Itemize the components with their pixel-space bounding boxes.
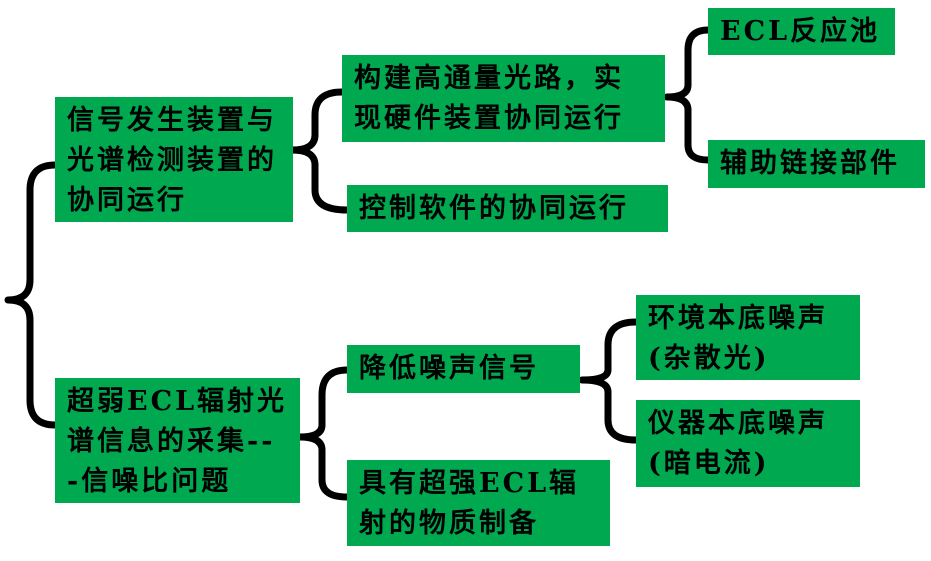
node-instrument-noise: 仪器本底噪声(暗电流)	[636, 400, 860, 487]
brace-a1	[663, 26, 712, 164]
node-material-prep: 具有超强ECL辐射的物质制备	[347, 460, 610, 546]
node-software: 控制软件的协同运行	[347, 185, 668, 232]
node-signal-device-coordination: 信号发生装置与光谱检测装置的协同运行	[55, 97, 293, 222]
node-aux-parts: 辅助链接部件	[708, 140, 925, 188]
brace-a	[288, 88, 351, 214]
node-ecl-cell: ECL反应池	[708, 8, 895, 55]
brace-b1	[578, 318, 640, 444]
node-weak-ecl: 超弱ECL辐射光谱信息的采集---信噪比问题	[55, 378, 300, 503]
brace-main	[4, 161, 59, 429]
node-optical-path: 构建高通量光路，实现硬件装置协同运行	[342, 55, 665, 142]
node-ambient-noise: 环境本底噪声(杂散光)	[636, 295, 860, 380]
node-reduce-noise: 降低噪声信号	[347, 345, 580, 393]
brace-b	[296, 366, 351, 501]
